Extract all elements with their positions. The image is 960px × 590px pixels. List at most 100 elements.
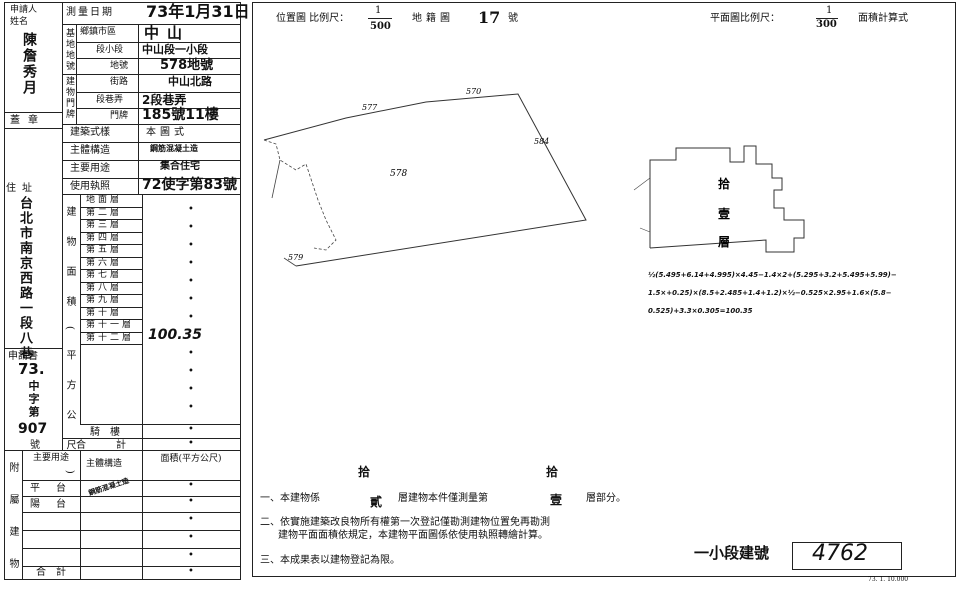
location-map-label: 位置圖 比例尺：: [276, 13, 350, 24]
area-dot: •: [188, 532, 194, 543]
applicant-name: 陳詹秀月: [21, 32, 37, 96]
floor-area-label: 建物面積(平方公尺): [64, 206, 75, 494]
application-no: 907: [18, 421, 48, 437]
floor-row-divider: [80, 281, 142, 283]
land-no-value: 578地號: [160, 58, 214, 73]
township-value: 中山: [144, 24, 191, 42]
area-dot: •: [188, 424, 194, 435]
plan-scale-den: 300: [816, 19, 837, 30]
area-formula-line-3: 0.525)+3.3×0.305=100.35: [648, 307, 753, 315]
area-dot: •: [188, 514, 194, 525]
stamp-box: [792, 542, 902, 570]
floor-row-label: 第五層: [86, 245, 123, 255]
application-char: 中字第: [27, 380, 40, 419]
floor-row-label: 第三層: [86, 220, 123, 230]
stamp-label: 一小段建號: [694, 544, 770, 562]
section-value: 中山段一小段: [142, 43, 208, 56]
street-value: 中山北路: [168, 75, 212, 88]
area-dot: •: [188, 222, 194, 233]
area-dot: •: [188, 366, 194, 377]
structure-label: 建築式樣: [70, 127, 110, 138]
building-no-label: 建物門牌: [64, 76, 74, 120]
floor-row-divider: [80, 269, 142, 270]
floor-row-label: 第七層: [86, 270, 123, 280]
address-value: 台北市南京西路一段八巷: [17, 196, 32, 361]
seal-label: 蓋章: [10, 115, 46, 126]
plan-scale-num: 1: [826, 5, 833, 16]
balcony-label: 騎樓: [90, 427, 130, 438]
floor-11-value: 100.35: [148, 327, 203, 343]
application-year: 73.: [18, 360, 45, 378]
floor-row-divider: [80, 231, 142, 233]
area-formula-line-2: 1.5×+0.25)×(8.5+2.485+1.4+1.2)×½−0.525×2…: [648, 289, 892, 297]
area-dot: •: [188, 276, 194, 287]
area-dot: •: [188, 294, 194, 305]
floor-row-label: 第十層: [86, 307, 123, 318]
note-2-b: 建物平面面積依規定，本建物平面圖係依使用執照轉繪計算。: [278, 530, 548, 541]
applicant-label: 申請人: [10, 5, 38, 15]
floor-row-divider: [80, 344, 142, 345]
plan-scale-label: 平面圖比例尺：: [710, 13, 780, 24]
application-label: 申請書: [8, 351, 38, 362]
floor-plan-label-3: 層: [718, 235, 730, 249]
attached-structure-label: 主體構造: [86, 459, 123, 469]
site-edge-right: 584: [534, 137, 549, 146]
floor-row-divider: [80, 219, 142, 220]
floor-row-label: 第九層: [86, 295, 123, 305]
floor-row-divider: [80, 244, 142, 245]
floor-row-label: 第十二層: [86, 332, 135, 343]
land-label: 地籍圖: [412, 13, 454, 24]
lane-value: 2段巷弄: [142, 93, 187, 107]
attached-use-label: 主要用途: [32, 453, 69, 463]
attached-row-2: 陽台: [30, 499, 82, 510]
survey-date-value: 73年1月31日: [146, 2, 250, 21]
note-1-d: 壹: [550, 493, 563, 507]
area-dot: •: [188, 550, 194, 561]
note-1-e: 層部分。: [586, 493, 626, 504]
floor-row-divider: [80, 331, 142, 333]
main-structure-value: 鋼筋混凝土造: [150, 144, 198, 153]
floor-word-left: 拾: [358, 465, 371, 479]
attached-total-label: 合計: [36, 567, 76, 578]
area-dot: •: [188, 384, 194, 395]
site-location-map: 578 577 570 584 579: [263, 87, 587, 267]
land-suffix: 號: [508, 13, 518, 24]
permit-value: 72使字第83號: [142, 177, 237, 193]
structure-value: 本圖式: [146, 127, 188, 138]
permit-label: 使用執照: [70, 181, 110, 192]
attached-area-label: 面積(平方公尺): [160, 454, 222, 464]
note-1-c: 層建物本件僅測量第: [398, 493, 488, 504]
floor-row-divider: [80, 206, 142, 208]
floor-word-right: 拾: [546, 465, 559, 479]
area-dot: •: [188, 402, 194, 413]
site-edge-top-left: 577: [362, 103, 378, 112]
area-dot: •: [188, 258, 194, 269]
base-location-label: 基地地號: [64, 28, 74, 72]
floor-row-divider: [80, 319, 142, 320]
floor-row-label: 地面層: [86, 195, 123, 205]
floor-row-label: 第二層: [86, 207, 123, 218]
note-2-a: 二、依實施建築改良物所有權第一次登記僅勘測建物位置免再勘測: [260, 517, 550, 528]
floor-plan-label-2: 壹: [718, 206, 730, 221]
area-dot: •: [188, 204, 194, 215]
number-label: 門牌: [110, 111, 129, 121]
main-structure-label: 主體構造: [70, 145, 110, 156]
site-edge-top-right: 570: [466, 87, 481, 96]
floor-row-divider: [80, 306, 142, 308]
site-parcel-label: 578: [390, 169, 407, 179]
lane-label: 段巷弄: [96, 95, 124, 105]
floor-plan-label-1: 拾: [718, 176, 730, 191]
total-label: 合計: [76, 440, 156, 451]
area-dot: •: [188, 312, 194, 323]
note-1-b: 貳: [370, 495, 383, 509]
location-scale-den: 500: [370, 21, 391, 32]
area-calc-label: 面積計算式: [858, 13, 908, 24]
survey-date-label: 測量日期: [66, 7, 114, 18]
section-label: 段小段: [96, 45, 124, 55]
application-no-suffix: 號: [30, 440, 40, 451]
area-dot: •: [188, 496, 194, 507]
area-dot: •: [188, 438, 194, 449]
floor-row-divider: [80, 294, 142, 295]
land-no: 17: [478, 8, 501, 27]
